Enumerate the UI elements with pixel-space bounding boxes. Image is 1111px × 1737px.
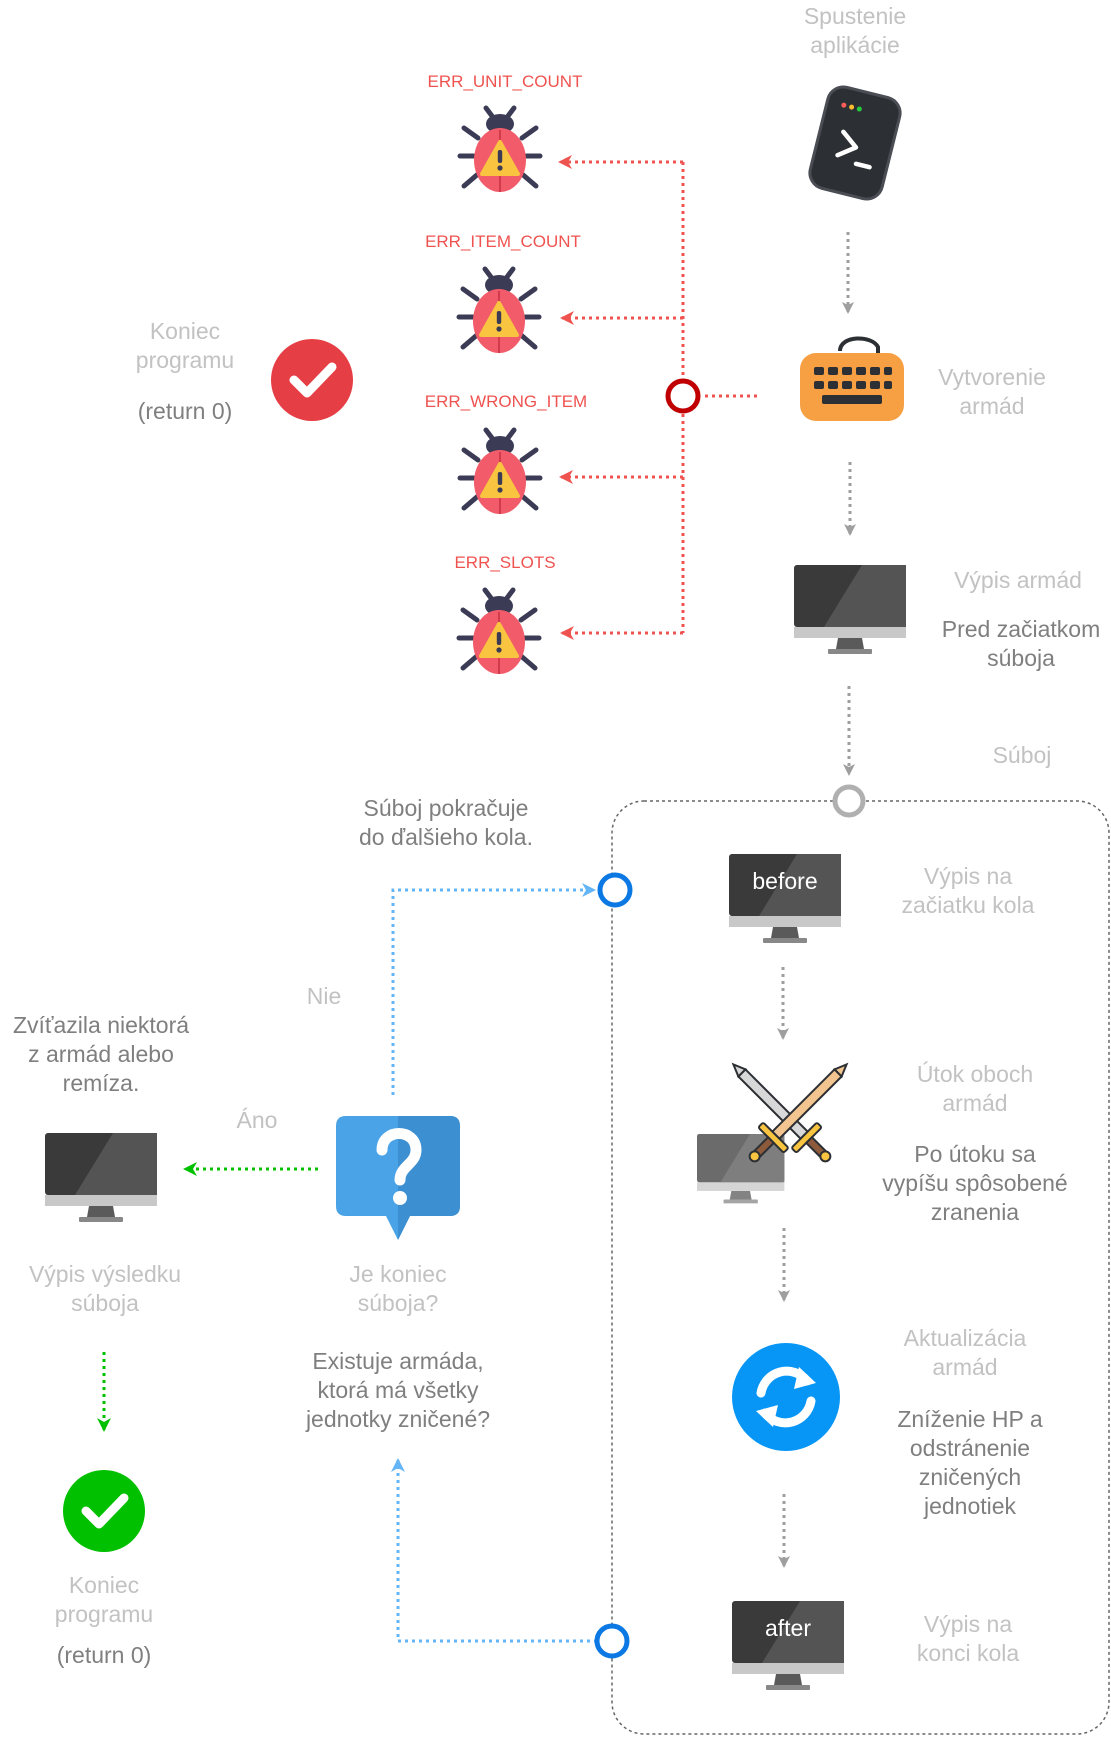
round-start-label: Výpis na začiatku kola — [901, 863, 1035, 918]
end-bottom-note: (return 0) — [56, 1642, 152, 1668]
attack-note: Po útoku sa vypíšu spôsobené zranenia — [882, 1141, 1068, 1225]
attack-label: Útok oboch armád — [916, 1061, 1034, 1116]
attack-icon — [697, 1062, 849, 1204]
arrow-round-end-to-decision — [391, 1458, 597, 1643]
print-armies-note: Pred začiatkom súboja — [941, 616, 1101, 671]
decision-no-label: Nie — [306, 983, 342, 1009]
round-end-label: Výpis na konci kola — [916, 1611, 1020, 1666]
screen-before-text: before — [752, 868, 818, 894]
end-top-label: Koniec programu — [135, 318, 235, 373]
flow-connectors — [97, 155, 856, 1643]
bug-icon-unit-count — [460, 108, 540, 192]
error-label-item-count: ERR_ITEM_COUNT — [425, 232, 581, 251]
round-end-node — [594, 1623, 630, 1659]
error-label-slots: ERR_SLOTS — [454, 553, 556, 572]
terminal-icon — [808, 85, 902, 201]
check-icon-top — [271, 339, 353, 421]
decision-label: Je koniec súboja? — [349, 1261, 447, 1316]
battle-label: Súboj — [992, 742, 1052, 768]
error-label-unit-count: ERR_UNIT_COUNT — [427, 72, 583, 91]
battle-container — [611, 800, 1110, 1735]
update-note: Zníženie HP a odstránenie zničených jedn… — [897, 1406, 1043, 1519]
error-label-wrong-item: ERR_WRONG_ITEM — [424, 392, 588, 411]
arrow-decision-no-to-round — [391, 883, 596, 1095]
screen-after-text: after — [764, 1615, 812, 1641]
bug-icon-wrong-item — [460, 430, 540, 514]
create-armies-label: Vytvorenie armád — [938, 364, 1046, 419]
check-icon-bottom — [63, 1470, 145, 1552]
decision-yes-label: Áno — [236, 1107, 278, 1133]
battle-entry-node — [832, 784, 866, 818]
winner-note: Zvíťazila niektorá z armád alebo remíza. — [12, 1012, 190, 1096]
end-bottom-label: Koniec programu — [54, 1572, 154, 1627]
monitor-icon-armies — [794, 565, 906, 654]
result-label: Výpis výsledku súboja — [28, 1261, 182, 1316]
question-icon — [336, 1116, 460, 1240]
end-top-note: (return 0) — [137, 398, 233, 424]
refresh-icon — [732, 1343, 840, 1451]
round-start-node — [597, 872, 633, 908]
start-label: Spustenie aplikácie — [803, 3, 907, 58]
continue-note: Súboj pokračuje do ďalšieho kola. — [359, 795, 533, 850]
monitor-icon-result — [45, 1133, 157, 1222]
update-label: Aktualizácia armád — [903, 1325, 1027, 1380]
print-armies-label: Výpis armád — [954, 567, 1082, 593]
error-junction-node — [665, 378, 701, 414]
bug-icon-item-count — [459, 269, 539, 353]
bug-icon-slots — [459, 590, 539, 674]
decision-note: Existuje armáda, ktorá má všetky jednotk… — [305, 1348, 491, 1432]
keyboard-icon — [800, 336, 904, 421]
